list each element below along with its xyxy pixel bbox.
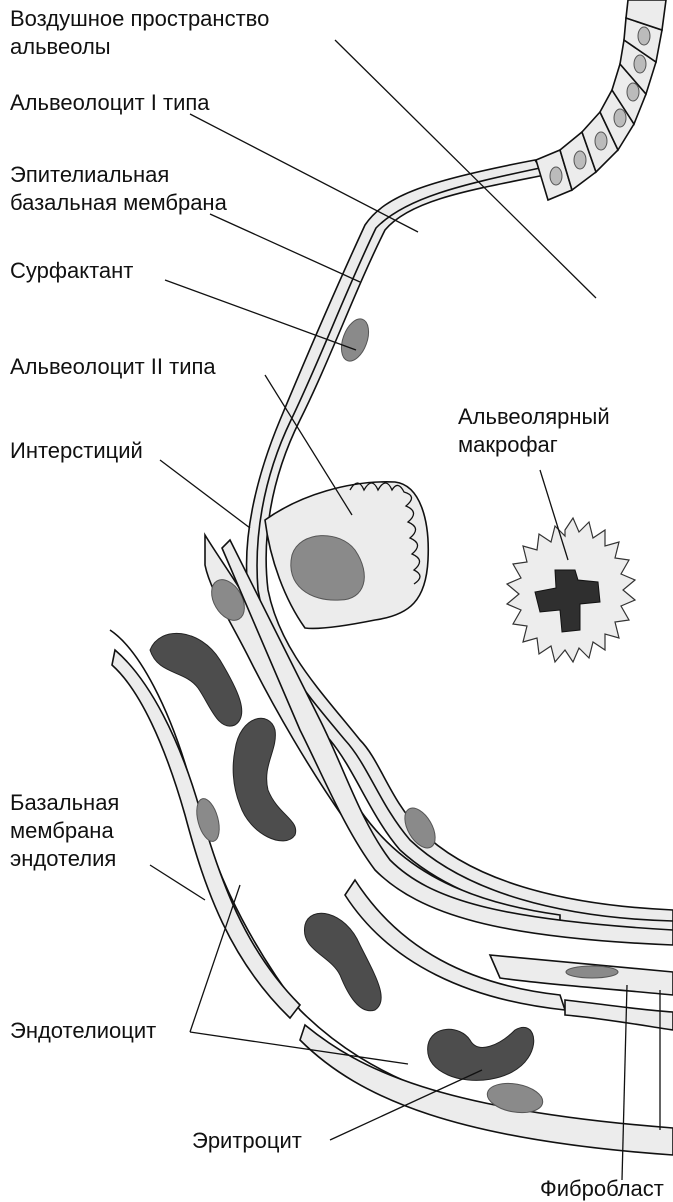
- cuboidal-epithelium: [536, 0, 666, 200]
- endotheliocyte-lower: [300, 1025, 673, 1155]
- fibroblast-nucleus: [566, 966, 618, 978]
- label-epithelial-bm-line2: базальная мембрана: [10, 190, 228, 215]
- label-surfactant: Сурфактант: [10, 258, 133, 283]
- label-alveolar-space-line2: альвеолы: [10, 34, 111, 59]
- label-macrophage-line1: Альвеолярный: [458, 404, 610, 429]
- leader-endothelial-bm: [150, 865, 205, 900]
- interstitial-strip-lower: [565, 1000, 673, 1030]
- cuboidal-nucleus: [550, 167, 562, 185]
- cuboidal-nucleus: [595, 132, 607, 150]
- label-type1-alveolocyte: Альвеолоцит I типа: [10, 90, 210, 115]
- erythrocyte: [150, 633, 242, 726]
- leader-interstitium: [160, 460, 250, 528]
- alveolar-macrophage: [507, 518, 635, 662]
- erythrocyte: [304, 913, 381, 1010]
- label-interstitium: Интерстиций: [10, 438, 143, 463]
- cuboidal-nucleus: [634, 55, 646, 73]
- label-macrophage-line2: макрофаг: [458, 432, 558, 457]
- cuboidal-nucleus: [627, 83, 639, 101]
- label-endotheliocyte: Эндотелиоцит: [10, 1018, 156, 1043]
- erythrocyte: [233, 718, 296, 841]
- cuboidal-nucleus: [614, 109, 626, 127]
- erythrocyte: [428, 1027, 534, 1080]
- label-fibroblast: Фибробласт: [540, 1176, 664, 1201]
- cuboidal-nucleus: [638, 27, 650, 45]
- label-alveolar-space-line1: Воздушное пространство: [10, 6, 269, 31]
- cuboidal-nucleus: [574, 151, 586, 169]
- label-endothelial-bm-line2: мембрана: [10, 818, 114, 843]
- label-type2-alveolocyte: Альвеолоцит II типа: [10, 354, 216, 379]
- leader-endotheliocyte-2: [190, 1032, 408, 1064]
- label-epithelial-bm-line1: Эпителиальная: [10, 162, 169, 187]
- label-endothelial-bm-line1: Базальная: [10, 790, 119, 815]
- type2-alveolocyte: [265, 482, 428, 629]
- label-erythrocyte: Эритроцит: [192, 1128, 302, 1153]
- label-endothelial-bm-line3: эндотелия: [10, 846, 116, 871]
- leader-epithelial-bm: [210, 214, 360, 282]
